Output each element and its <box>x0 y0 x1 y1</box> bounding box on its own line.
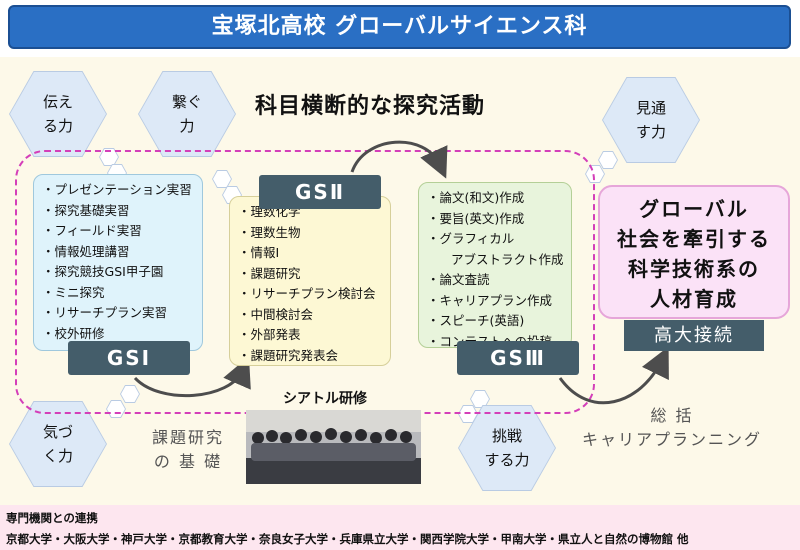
skill-line: 繋ぐ <box>171 93 202 111</box>
skill-line: 見通 <box>635 99 666 117</box>
goal-line: 人材育成 <box>650 287 738 311</box>
footer: 専門機関との連携 京都大学・大阪大学・神戸大学・京都教育大学・奈良女子大学・兵庫… <box>0 505 800 550</box>
list-item: 情報Ⅰ <box>238 243 382 264</box>
list-item: 論文(和文)作成 <box>427 188 563 209</box>
gs3-label: GSⅢ <box>457 341 579 375</box>
gs2-list: 理数化学 理数生物 情報Ⅰ 課題研究 リサーチプラン検討会 中間検討会 外部発表… <box>238 202 382 366</box>
skill-hex-notice: 気づく力 <box>10 402 106 486</box>
skill-line: 気づ <box>42 423 73 441</box>
gs3-list: 論文(和文)作成 要旨(英文)作成 グラフィカル アブストラクト作成 論文査読 … <box>427 188 564 352</box>
skill-hex-foresee: 見通す力 <box>603 78 699 162</box>
gs1-box: プレゼンテーション実習 探究基礎実習 フィールド実習 情報処理講習 探究競技GS… <box>33 174 203 351</box>
skill-line: 力 <box>179 117 195 135</box>
list-item: リサーチプラン実習 <box>42 303 194 324</box>
foundation-line: 課題研究 <box>151 428 224 447</box>
list-item: 外部発表 <box>238 325 382 346</box>
list-item: 探究基礎実習 <box>42 201 194 222</box>
goal-line: グローバル <box>639 197 749 221</box>
footer-text: 京都大学・大阪大学・神戸大学・京都教育大学・奈良女子大学・兵庫県立大学・関西学院… <box>6 532 689 546</box>
header-banner: 宝塚北高校 グローバルサイエンス科 <box>0 0 800 57</box>
small-hex-decoration <box>213 171 231 187</box>
list-item: 要旨(英文)作成 <box>427 209 563 230</box>
footer-heading: 専門機関との連携 <box>6 511 98 525</box>
gs3-box: 論文(和文)作成 要旨(英文)作成 グラフィカル アブストラクト作成 論文査読 … <box>418 182 572 349</box>
koudai-label: 高大接続 <box>624 320 764 351</box>
list-item: ミニ探究 <box>42 283 194 304</box>
small-hex-decoration <box>471 391 489 407</box>
arrow-gs1-gs2 <box>133 356 251 398</box>
skill-line: 挑戦 <box>491 427 522 445</box>
goal-box: グローバル 社会を牽引する 科学技術系の 人材育成 <box>598 185 790 319</box>
list-item: プレゼンテーション実習 <box>42 180 194 201</box>
list-item: リサーチプラン検討会 <box>238 284 382 305</box>
main-title: 科目横断的な探究活動 <box>255 94 486 119</box>
goal-line: 科学技術系の <box>628 257 760 281</box>
foundation-line: の 基 礎 <box>153 452 223 471</box>
list-item: 理数生物 <box>238 223 382 244</box>
gs2-box: 理数化学 理数生物 情報Ⅰ 課題研究 リサーチプラン検討会 中間検討会 外部発表… <box>229 196 391 366</box>
page-title: 宝塚北高校 グローバルサイエンス科 <box>8 5 791 49</box>
gs1-list: プレゼンテーション実習 探究基礎実習 フィールド実習 情報処理講習 探究競技GS… <box>42 180 194 344</box>
foundation-text: 課題研究 の 基 礎 <box>130 426 246 474</box>
group-photo-image <box>246 410 421 484</box>
list-item: 情報処理講習 <box>42 242 194 263</box>
career-line: キャリアプランニング <box>581 430 762 449</box>
small-hex-decoration <box>100 149 118 165</box>
gs2-label: GSⅡ <box>259 175 381 209</box>
skill-line: る力 <box>42 117 73 135</box>
skill-hex-connect: 繋ぐ力 <box>139 72 235 156</box>
list-item: 探究競技GSⅠ甲子園 <box>42 262 194 283</box>
list-item: 課題研究 <box>238 264 382 285</box>
goal-line: 社会を牽引する <box>617 227 771 251</box>
skill-line: する力 <box>484 451 530 469</box>
list-item: 論文査読 <box>427 270 563 291</box>
arrow-gs3-goal <box>558 346 669 405</box>
list-item: アブストラクト作成 <box>451 251 564 267</box>
small-hex-decoration <box>459 406 477 422</box>
seattle-group-photo <box>246 410 421 484</box>
small-hex-decoration <box>599 152 617 168</box>
career-line: 総 括 <box>650 406 694 425</box>
list-item: 中間検討会 <box>238 305 382 326</box>
skill-hex-convey: 伝える力 <box>10 72 106 156</box>
seattle-label: シアトル研修 <box>283 391 367 407</box>
arrow-gs2-gs3 <box>350 140 448 179</box>
small-hex-decoration <box>121 386 139 402</box>
skill-line: す力 <box>635 123 666 141</box>
list-item: キャリアプラン作成 <box>427 291 563 312</box>
gs1-label: GSⅠ <box>68 341 190 375</box>
list-item: 校外研修 <box>42 324 194 345</box>
list-item: グラフィカル <box>427 229 563 250</box>
list-item: 課題研究発表会 <box>238 346 382 367</box>
skill-line: 伝え <box>42 93 73 111</box>
list-item: スピーチ(英語) <box>427 311 563 332</box>
list-item: フィールド実習 <box>42 221 194 242</box>
skill-hex-challenge: 挑戦する力 <box>459 406 555 490</box>
career-text: 総 括 キャリアプランニング <box>572 404 772 452</box>
skill-line: く力 <box>42 447 73 465</box>
